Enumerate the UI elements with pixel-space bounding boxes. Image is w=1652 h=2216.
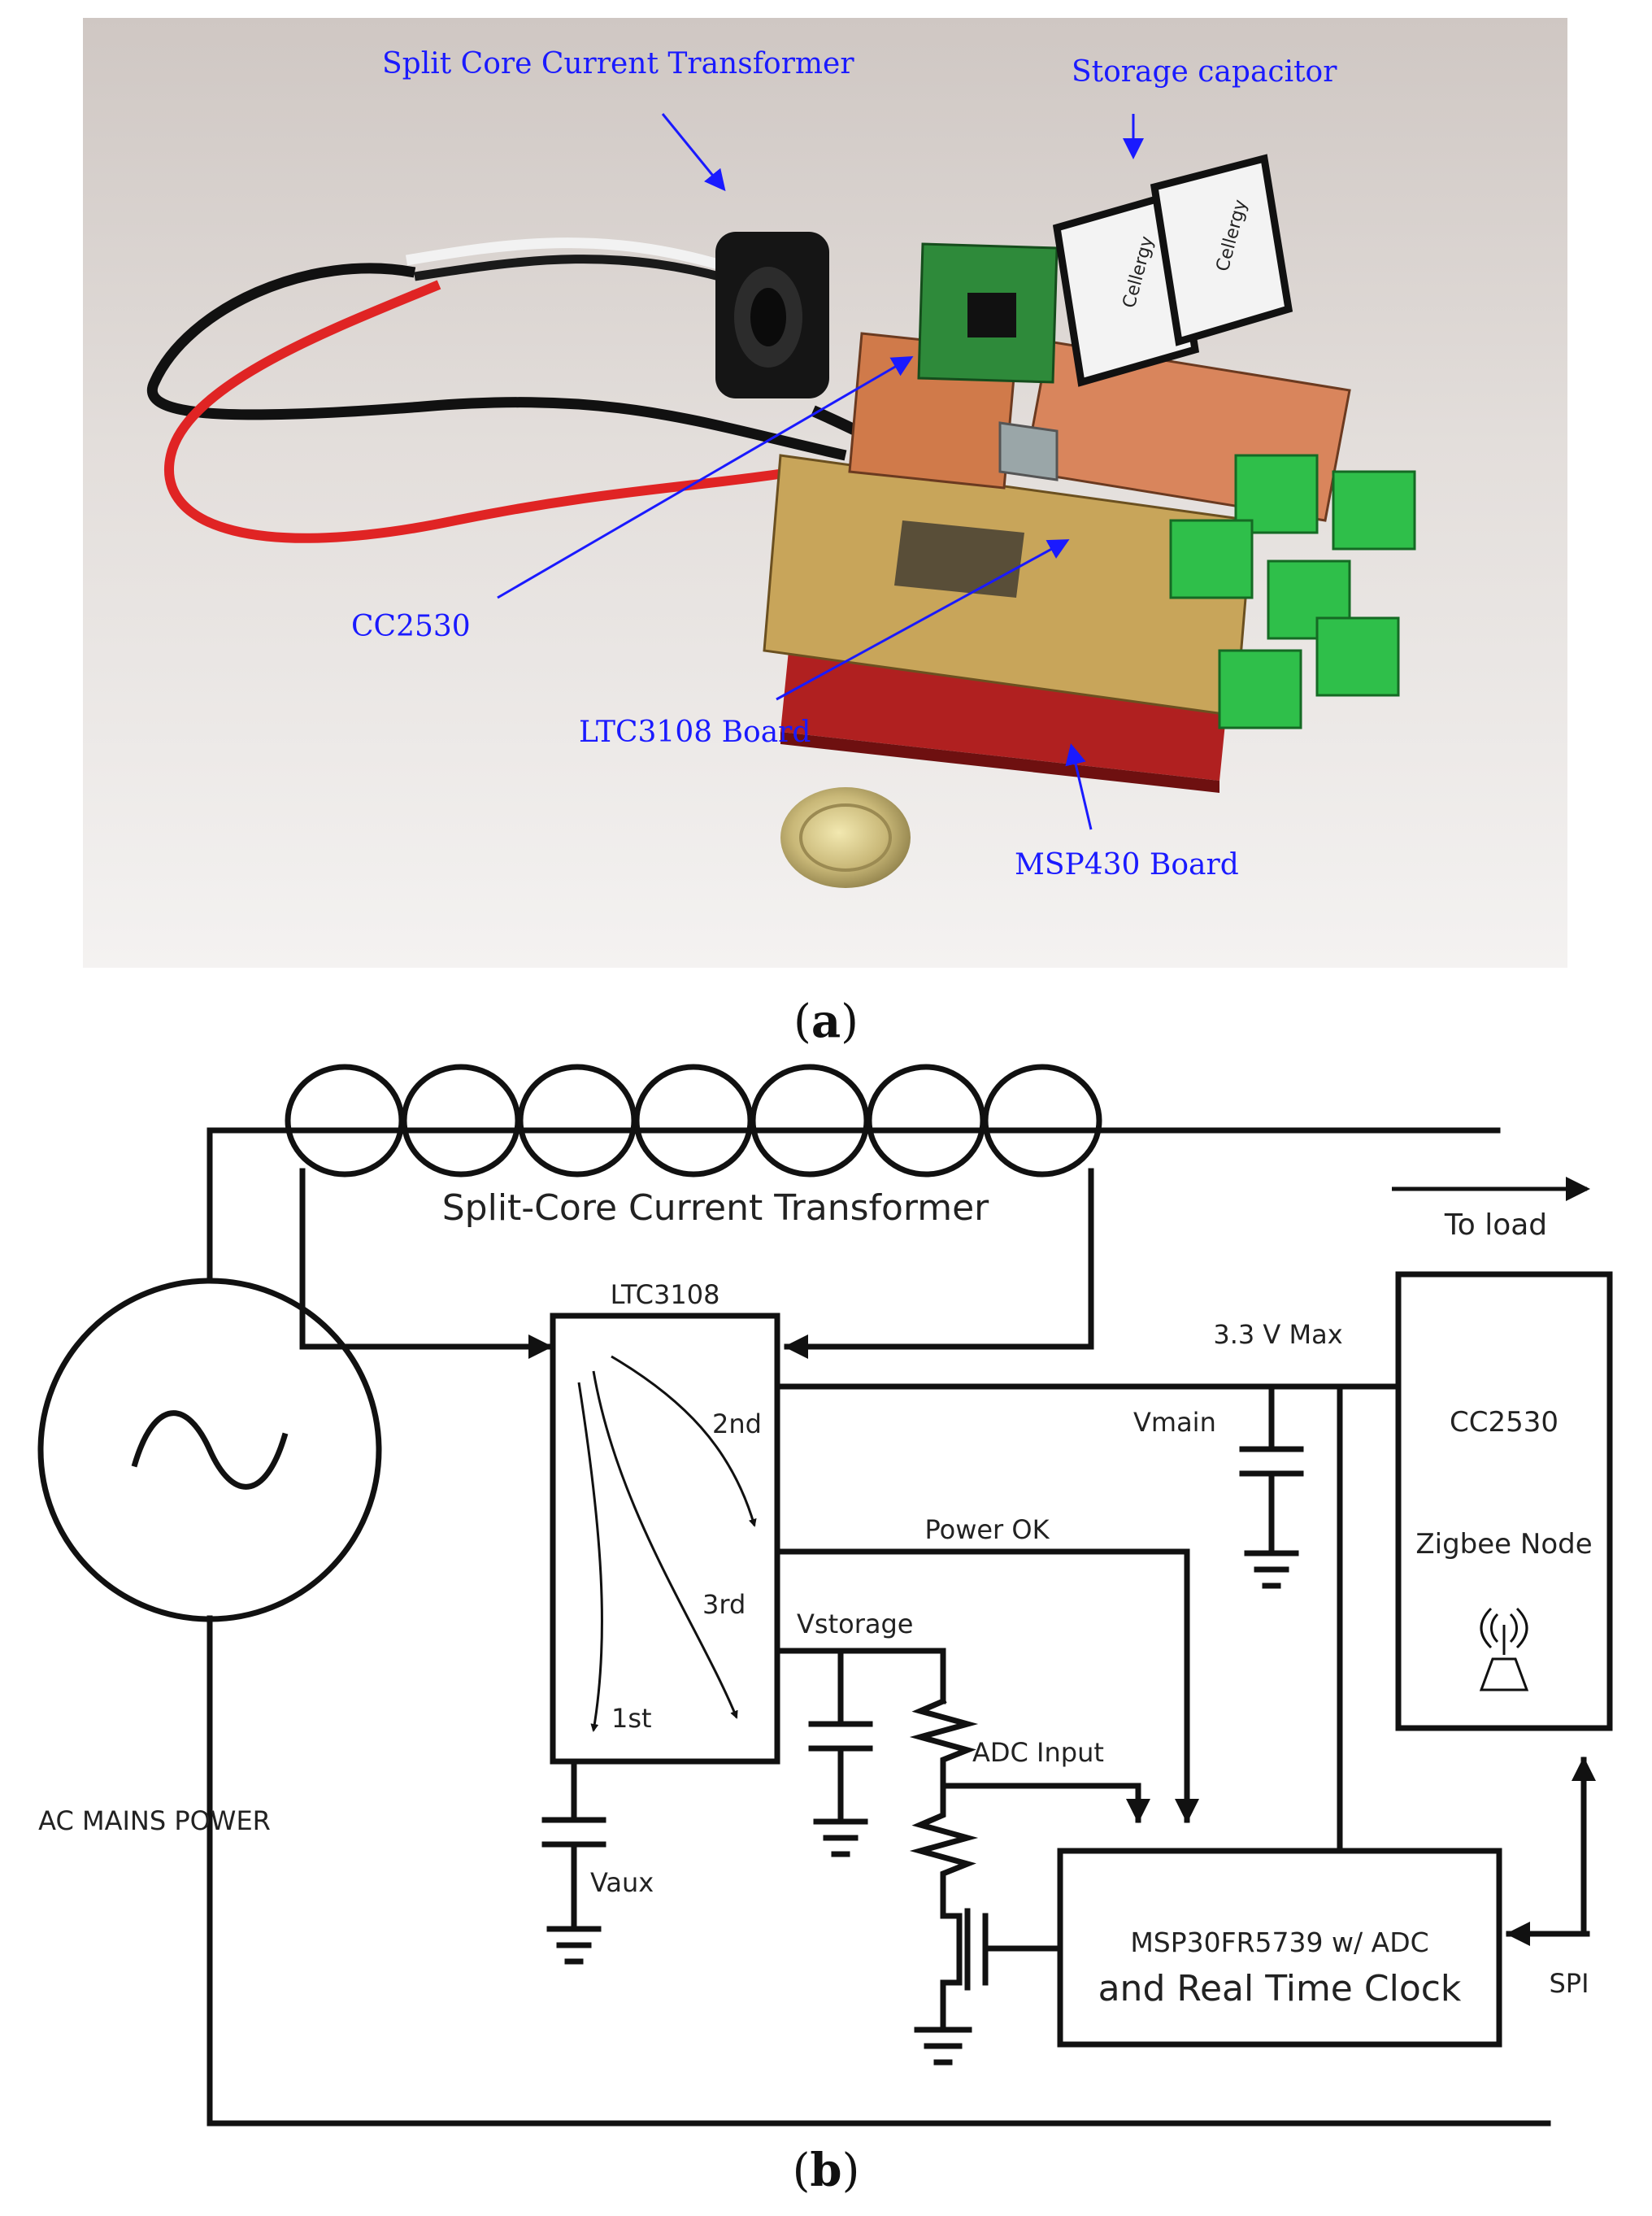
zigbee-label: Zigbee Node: [1415, 1528, 1592, 1561]
mcu-block: [1057, 1848, 1502, 2048]
antenna-icon: [1479, 1607, 1529, 1691]
ltc3108-block: [550, 1313, 780, 1765]
euro-coin: [780, 787, 911, 888]
vaux-capacitor: [541, 1758, 606, 1965]
spi-label: SPI: [1549, 1968, 1589, 1999]
to-load-label: To load: [1444, 1208, 1547, 1242]
transformer-label: Split-Core Current Transformer: [442, 1187, 989, 1229]
caption-a: (a): [793, 995, 859, 1048]
mosfet-icon: [940, 1908, 1060, 2033]
ac-mains-label: AC MAINS POWER: [38, 1805, 271, 1836]
vmain-capacitor: [1239, 1383, 1304, 1589]
ct-lead-right: [784, 1168, 1094, 1359]
vstorage-wire: [774, 1648, 946, 1704]
cc2530-block: [1395, 1271, 1613, 1731]
vstorage-label: Vstorage: [797, 1609, 913, 1639]
vmain-label: Vmain: [1133, 1407, 1216, 1438]
arrow-3rd-label: 3rd: [702, 1589, 746, 1620]
v-max-label: 3.3 V Max: [1213, 1319, 1342, 1350]
arrow-2nd-label: 2nd: [712, 1408, 762, 1439]
ct-lead-left: [299, 1168, 553, 1359]
panel-a-photo: Cellergy Cellergy Split Core Current Tra…: [83, 18, 1567, 968]
power-ok-wire: [774, 1548, 1199, 1823]
arrow-1st-label: 1st: [611, 1703, 652, 1734]
vstorage-capacitor: [808, 1648, 873, 1857]
mains-bottom-wire: [206, 1615, 1551, 2127]
mcu-line2: and Real Time Clock: [1098, 1968, 1462, 2009]
caption-b: (b): [793, 2144, 860, 2197]
panel-b-circuit: Split-Core Current Transformer To load L…: [37, 1064, 1613, 2127]
sensor-cables: [146, 237, 962, 543]
ac-source-icon: [37, 1278, 382, 1622]
adc-input-wire: [940, 1783, 1150, 1823]
adc-input-label: ADC Input: [972, 1737, 1104, 1768]
split-core-ct-device: [715, 232, 829, 398]
ground-icon: [914, 2027, 972, 2066]
transformer-coils: [285, 1064, 1102, 1178]
callout-msp430-board: MSP430 Board: [1015, 848, 1239, 882]
callout-cc2530: CC2530: [351, 610, 471, 643]
storage-capacitors: Cellergy Cellergy: [1052, 154, 1293, 387]
mcu-line1: MSP30FR5739 w/ ADC: [1130, 1926, 1428, 1958]
vaux-label: Vaux: [590, 1867, 654, 1898]
mains-top-wire: [206, 1127, 1501, 1284]
callout-split-core-ct: Split Core Current Transformer: [382, 47, 854, 81]
spi-up-wire: [1572, 1757, 1596, 1937]
power-ok-label: Power OK: [924, 1514, 1050, 1545]
callout-storage-capacitor: Storage capacitor: [1072, 55, 1337, 89]
resistor-divider: [909, 1697, 979, 1919]
ltc3108-label: LTC3108: [611, 1279, 720, 1310]
callout-ltc3108-board: LTC3108 Board: [579, 716, 811, 749]
cc2530-label: CC2530: [1450, 1406, 1559, 1439]
